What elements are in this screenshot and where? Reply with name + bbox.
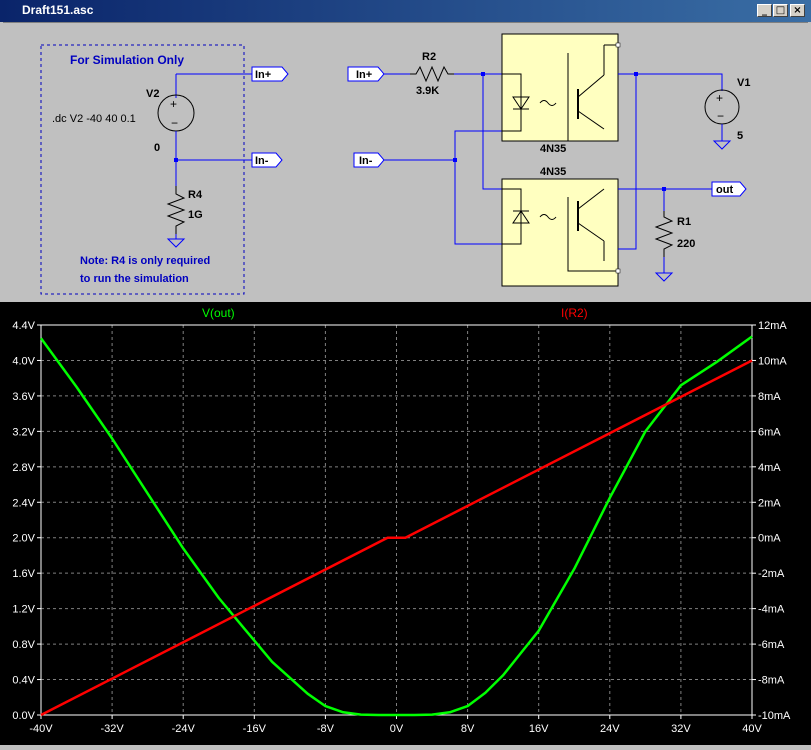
y-left-tick-label: 0.0V [12, 710, 35, 722]
y-left-tick-label: 1.2V [12, 604, 35, 616]
u2-name: 4N35 [540, 166, 566, 178]
svg-text:In-: In- [255, 155, 269, 167]
x-tick-label: 32V [671, 723, 691, 735]
trace-label-vout[interactable]: V(out) [202, 306, 235, 320]
r2-value: 3.9K [416, 85, 439, 97]
svg-text:+: + [716, 91, 723, 105]
minimize-button[interactable]: _ [757, 4, 772, 17]
y-right-tick-label: 6mA [758, 426, 781, 438]
r2-name: R2 [422, 51, 436, 63]
maximize-button[interactable]: □ [773, 4, 788, 17]
y-right-tick-label: 10mA [758, 355, 787, 367]
y-right-tick-label: -6mA [758, 639, 785, 651]
r1-resistor[interactable] [654, 211, 674, 282]
note-line-1: Note: R4 is only required [80, 255, 210, 267]
svg-text:−: − [717, 109, 724, 123]
x-tick-label: 16V [529, 723, 549, 735]
y-left-tick-label: 4.4V [12, 320, 35, 332]
out-flag[interactable]: out [711, 181, 747, 197]
v2-source[interactable]: + − [157, 73, 255, 186]
r4-resistor[interactable] [166, 186, 186, 248]
r1-value: 220 [677, 238, 695, 250]
u2-optocoupler[interactable] [501, 178, 621, 287]
x-tick-label: 40V [742, 723, 762, 735]
note-line-2: to run the simulation [80, 273, 189, 285]
y-left-tick-label: 2.0V [12, 533, 35, 545]
axis-ticks: -40V -32V -24V -16V -8V 0V 8V 16V 24V 32V 40V 0.0V 0… [12, 320, 791, 735]
plot-grid [41, 325, 752, 715]
x-tick-label: 24V [600, 723, 620, 735]
in-plus-flag-left[interactable]: In+ [251, 66, 289, 82]
svg-text:+: + [170, 97, 177, 111]
svg-text:In+: In+ [255, 69, 271, 81]
y-right-tick-label: 2mA [758, 497, 781, 509]
schematic-canvas[interactable]: For Simulation Only .dc V2 -40 40 0.1 No… [3, 23, 808, 301]
y-right-tick-label: 0mA [758, 533, 781, 545]
trace-label-ir2[interactable]: I(R2) [561, 306, 588, 320]
window-title: Draft151.asc [22, 3, 94, 17]
close-button[interactable]: × [790, 4, 805, 17]
x-tick-label: -24V [172, 723, 196, 735]
y-right-tick-label: 8mA [758, 391, 781, 403]
trace-vout [39, 335, 753, 717]
x-tick-label: -40V [29, 723, 53, 735]
trace-ir2 [40, 359, 753, 717]
v1-name: V1 [737, 77, 750, 89]
x-tick-label: -16V [243, 723, 267, 735]
v2-value: 0 [154, 142, 160, 154]
y-right-tick-label: -10mA [758, 710, 791, 722]
svg-text:In+: In+ [356, 69, 372, 81]
svg-text:−: − [171, 116, 178, 130]
y-left-tick-label: 3.6V [12, 391, 35, 403]
x-tick-label: 8V [461, 723, 475, 735]
v1-value: 5 [737, 130, 743, 142]
sim-box-title: For Simulation Only [70, 53, 184, 67]
in-minus-flag-left[interactable]: In- [251, 152, 283, 168]
r2-resistor[interactable] [410, 65, 454, 83]
svg-text:In-: In- [359, 155, 373, 167]
u1-name: 4N35 [540, 143, 566, 155]
y-right-tick-label: 12mA [758, 320, 787, 332]
y-left-tick-label: 2.4V [12, 497, 35, 509]
y-left-tick-label: 0.8V [12, 639, 35, 651]
x-tick-label: -8V [317, 723, 335, 735]
simulation-box [40, 44, 245, 295]
waveform-pane[interactable]: -40V -32V -24V -16V -8V 0V 8V 16V 24V 32V 40V 0.0V 0… [0, 302, 811, 745]
r1-name: R1 [677, 216, 691, 228]
schematic-pane[interactable]: For Simulation Only .dc V2 -40 40 0.1 No… [3, 22, 808, 301]
trace-layer [39, 335, 753, 717]
title-bar: Draft151.asc _ □ × [0, 0, 811, 22]
y-right-tick-label: -4mA [758, 604, 785, 616]
y-left-tick-label: 1.6V [12, 568, 35, 580]
v1-source[interactable]: + − [704, 89, 740, 150]
y-left-tick-label: 0.4V [12, 675, 35, 687]
r4-name: R4 [188, 189, 203, 201]
directive-text[interactable]: .dc V2 -40 40 0.1 [52, 113, 136, 125]
x-tick-label: -32V [100, 723, 124, 735]
y-left-tick-label: 2.8V [12, 462, 35, 474]
in-plus-flag-right[interactable]: In+ [347, 66, 385, 82]
in-minus-flag-right[interactable]: In- [353, 152, 385, 168]
y-left-tick-label: 3.2V [12, 426, 35, 438]
u1-optocoupler[interactable] [501, 33, 621, 142]
svg-text:out: out [716, 184, 733, 196]
y-left-tick-label: 4.0V [12, 355, 35, 367]
y-right-tick-label: 4mA [758, 462, 781, 474]
y-right-tick-label: -2mA [758, 568, 785, 580]
y-right-tick-label: -8mA [758, 675, 785, 687]
r4-value: 1G [188, 209, 203, 221]
v2-name: V2 [146, 88, 159, 100]
x-tick-label: 0V [390, 723, 404, 735]
waveform-chart[interactable]: -40V -32V -24V -16V -8V 0V 8V 16V 24V 32V 40V 0.0V 0… [0, 302, 811, 745]
